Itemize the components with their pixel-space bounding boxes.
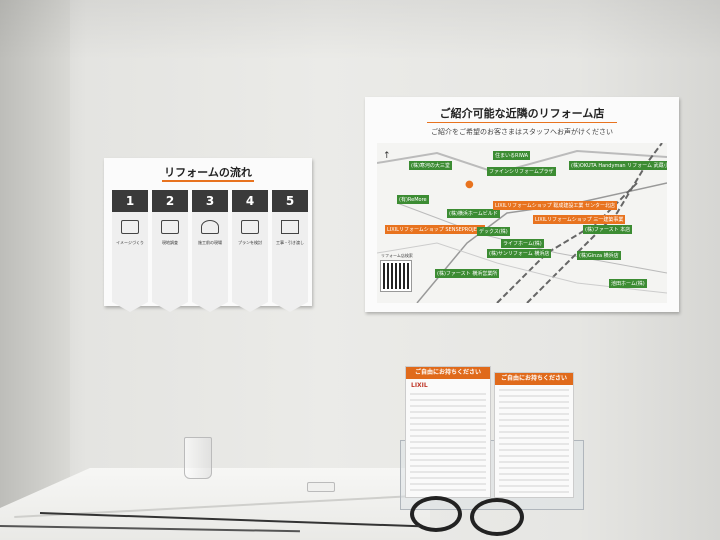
step-arrow bbox=[112, 302, 148, 312]
shop-label: (株)ファースト 本店 bbox=[583, 225, 633, 234]
location-pin-icon: ● bbox=[465, 179, 474, 190]
step-label: 現地調査 bbox=[162, 240, 178, 245]
brochure-header: ご自由にお持ちください bbox=[495, 373, 573, 385]
step-arrow bbox=[232, 302, 268, 312]
step-arrow bbox=[272, 302, 308, 312]
step-label: プランを検討 bbox=[238, 240, 262, 245]
step-1: 1 イメージづくり bbox=[112, 190, 148, 312]
step-number: 3 bbox=[192, 190, 228, 212]
table-cable-port bbox=[307, 482, 335, 492]
home-icon bbox=[281, 220, 299, 234]
headset-icon[interactable] bbox=[470, 498, 524, 536]
north-arrow-icon: ↑ bbox=[383, 151, 391, 161]
shop-label: (株)横浜ホームビルド bbox=[447, 209, 500, 218]
brochure[interactable]: ご自由にお持ちください LIXIL bbox=[405, 366, 491, 498]
step-number: 5 bbox=[272, 190, 308, 212]
map-board-title: ご紹介可能な近隣のリフォーム店 bbox=[439, 107, 605, 120]
brochure-header: ご自由にお持ちください bbox=[406, 367, 490, 379]
step-label: イメージづくり bbox=[116, 240, 144, 245]
qr-code-label: リフォーム店検索 bbox=[381, 253, 413, 258]
reform-shop-map-board: ご紹介可能な近隣のリフォーム店 ご紹介をご希望のお客さまはスタッフへお声がけくだ… bbox=[365, 97, 679, 312]
shop-label: LIXILリフォームショップ 三一建築事業 bbox=[533, 215, 626, 224]
wall-corner bbox=[0, 0, 70, 540]
shop-label: (株)Ginza 横浜店 bbox=[577, 251, 621, 260]
shop-label: ファインシリフォームプラザ bbox=[487, 167, 556, 176]
map-board-subtitle: ご紹介をご希望のお客さまはスタッフへお声がけください bbox=[431, 128, 613, 136]
title-underline bbox=[427, 122, 617, 123]
shop-label: LIXILリフォームショップ SENSEPROJECT bbox=[385, 225, 486, 234]
step-arrow bbox=[152, 302, 188, 312]
qr-code bbox=[380, 260, 412, 292]
step-number: 1 bbox=[112, 190, 148, 212]
ceiling-shade bbox=[0, 0, 720, 60]
step-3: 3 施工前の現場 bbox=[192, 190, 228, 312]
shop-label: (株)寒河の大三堂 bbox=[409, 161, 452, 170]
shop-label: 住まいるRIWA bbox=[493, 151, 531, 160]
shop-label: デックス(株) bbox=[477, 227, 510, 236]
clear-cup bbox=[184, 437, 212, 479]
document-pen-icon bbox=[241, 220, 259, 234]
step-number: 2 bbox=[152, 190, 188, 212]
reform-flow-board: リフォームの流れ 1 イメージづくり 2 現地調査 3 施工前の現場 4 プラン… bbox=[104, 158, 312, 312]
headset-icon[interactable] bbox=[410, 496, 462, 532]
shop-label: (株)サンリフォーム 横浜店 bbox=[487, 249, 552, 258]
brochure-content bbox=[410, 393, 486, 493]
reform-flow-title: リフォームの流れ bbox=[164, 166, 252, 179]
title-underline bbox=[162, 180, 254, 182]
step-label: 施工前の現場 bbox=[198, 240, 222, 245]
step-arrow bbox=[192, 302, 228, 312]
worker-icon bbox=[201, 220, 219, 234]
brochure[interactable]: ご自由にお持ちください bbox=[494, 372, 574, 498]
brochure-content bbox=[499, 389, 569, 493]
step-2: 2 現地調査 bbox=[152, 190, 188, 312]
step-number: 4 bbox=[232, 190, 268, 212]
shop-label: 池田ホーム(株) bbox=[609, 279, 647, 288]
step-5: 5 工事・引き渡し bbox=[272, 190, 308, 312]
shop-label: (株)ファースト 横浜営業所 bbox=[435, 269, 500, 278]
area-map: 住まいるRIWA (株)OKUTA Handyman リフォーム 武蔵小杉店 (… bbox=[377, 143, 667, 303]
laptop-icon bbox=[161, 220, 179, 234]
house-sketch-icon bbox=[121, 220, 139, 234]
step-4: 4 プランを検討 bbox=[232, 190, 268, 312]
step-label: 工事・引き渡し bbox=[276, 240, 304, 245]
shop-label: LIXILリフォームショップ 聡成建設工業 センター北店 bbox=[493, 201, 617, 210]
shop-label: (有)ReMore bbox=[397, 195, 429, 204]
shop-label: (株)OKUTA Handyman リフォーム 武蔵小杉店 bbox=[569, 161, 667, 170]
shop-label: ライフホーム(株) bbox=[501, 239, 544, 248]
brand-logo: LIXIL bbox=[411, 382, 428, 389]
